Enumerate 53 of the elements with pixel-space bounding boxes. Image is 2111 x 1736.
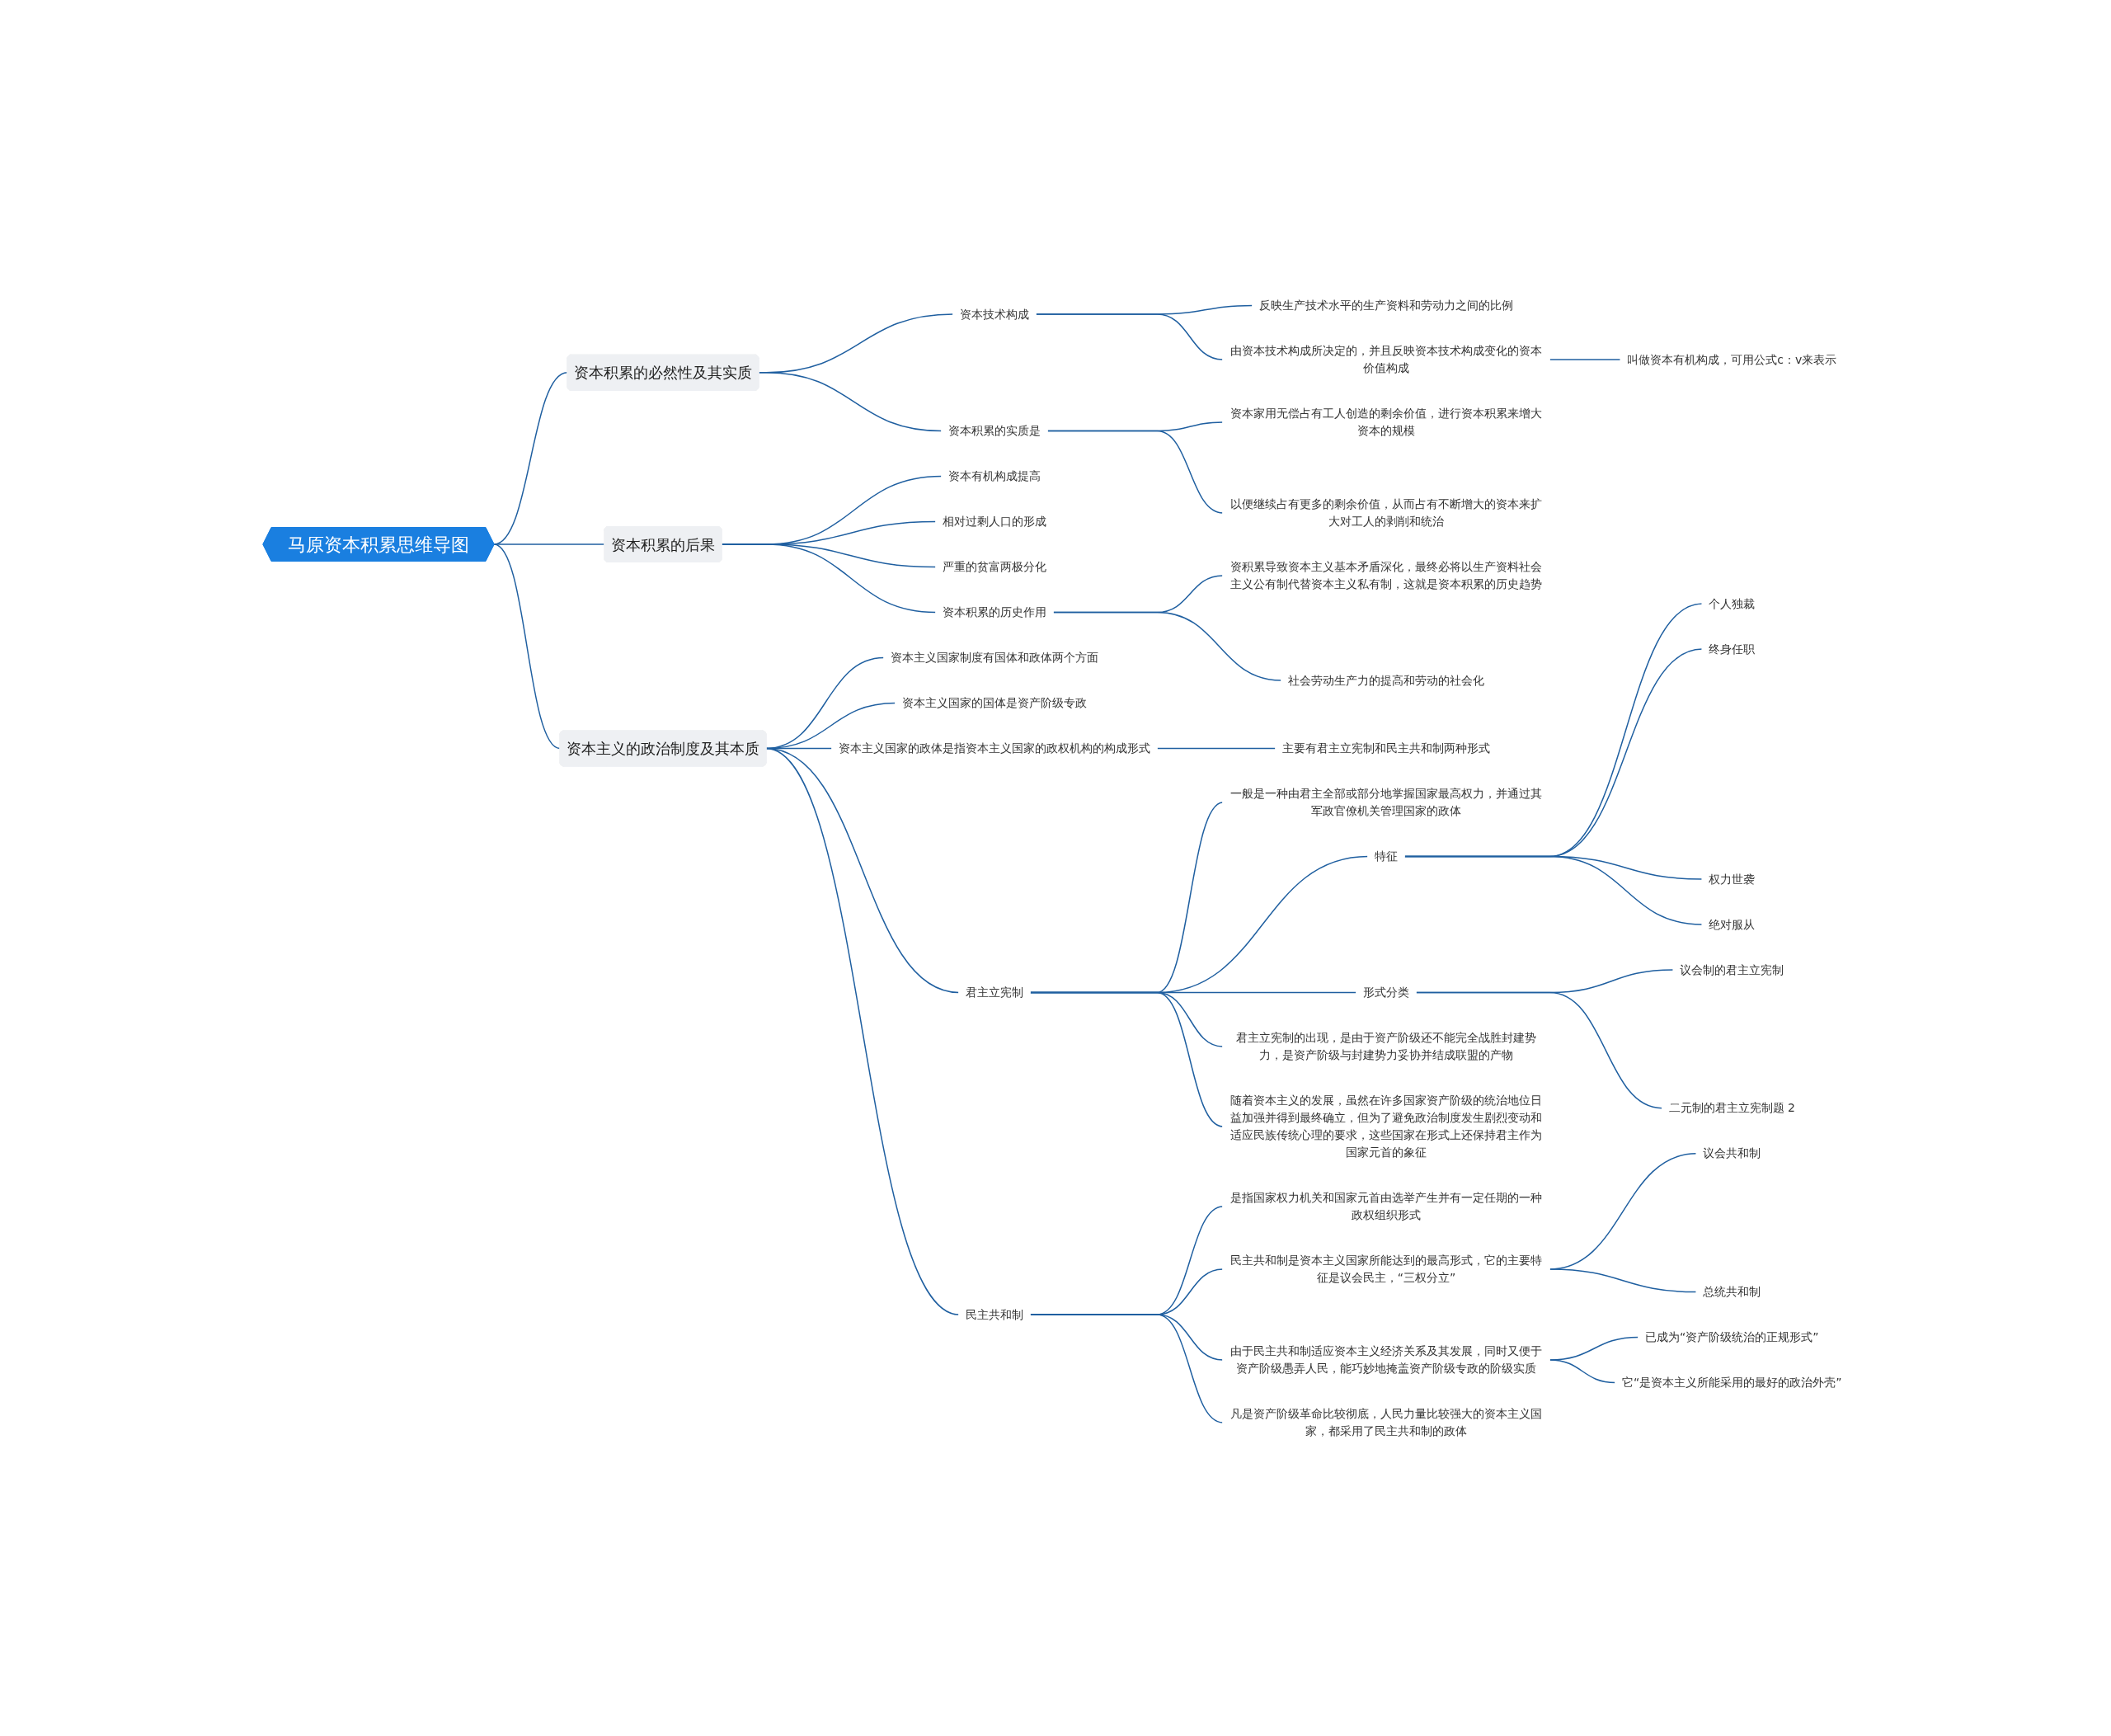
node-text: 终身任职 [1708, 642, 1755, 655]
node-text: 凡是资产阶级革命比较彻底，人民力量比较强大的资本主义国家，都采用了民主共和制的政体 [1229, 1406, 1542, 1437]
node-text: 严重的贫富两极分化 [942, 559, 1046, 573]
node-text: 资本积累的实质是 [947, 423, 1041, 437]
connector [721, 543, 937, 613]
connector [758, 371, 943, 431]
node-text: 总统共和制 [1702, 1284, 1761, 1298]
node-text: 资本主义国家的国体是资产阶级专政 [901, 695, 1087, 709]
node-text: 形式分类 [1362, 985, 1409, 999]
node-text: 已成为“资产阶级统治的正规形式” [1644, 1329, 1819, 1343]
node-text: 资本技术构成 [959, 307, 1029, 320]
node-text: 权力世袭 [1708, 872, 1755, 885]
node-text: 资本主义国家的政体是指资本主义国家的政权机构的构成形式 [838, 741, 1150, 755]
connector [1029, 991, 1224, 1127]
node-text: 它“是资本主义所能采用的最好的政治外壳” [1621, 1375, 1842, 1389]
node-text: 资本主义国家制度有国体和政体两个方面 [890, 650, 1098, 664]
node-text: 个人独裁 [1708, 596, 1755, 609]
node-text: 资积累导致资本主义基本矛盾深化，最终必将以生产资料社会主义公有制代替资本主义私有制，这就是资本积累的历史趋势 [1229, 559, 1542, 590]
connector [1052, 611, 1282, 681]
node-text: 资本有机构成提高 [947, 468, 1041, 482]
node-text: 君主立宪制 [965, 985, 1023, 999]
node-text: 绝对服从 [1708, 917, 1755, 930]
node-text: 相对过剩人口的形成 [942, 514, 1046, 528]
connector [1046, 430, 1224, 514]
node-text: 随着资本主义的发展，虽然在许多国家资产阶级的统治地位日益加强并得到最终确立，但为了避免政治制度发生剧烈变动和适应民族传统心理的要求，这些国家在形式上还保持君主作为国家元首的象征 [1229, 1093, 1542, 1159]
node-text: 二元制的君主立宪制题 2 [1668, 1100, 1795, 1114]
node-text: 民主共和制是资本主义国家所能达到的最高形式，它的主要特征是议会民主，“三权分立” [1229, 1253, 1542, 1284]
connector [493, 543, 561, 749]
node-text: 主要有君主立宪制和民主共和制两种形式 [1281, 741, 1490, 755]
connector [1403, 855, 1703, 925]
connector [1549, 358, 1621, 360]
node-text: 议会制的君主立宪制 [1679, 962, 1784, 976]
node-text: 资本家用无偿占有工人创造的剩余价值，进行资本积累来增大资本的规模 [1229, 406, 1542, 437]
node-text: 议会共和制 [1702, 1146, 1761, 1160]
connector [1035, 313, 1224, 360]
connector [1029, 1313, 1224, 1423]
node-text: 一般是一种由君主全部或部分地掌握国家最高权力，并通过其军政官僚机关管理国家的政体 [1229, 786, 1542, 817]
node-text: 由资本技术构成所决定的，并且反映资本技术构成变化的资本价值构成 [1229, 343, 1542, 374]
connector [1549, 1268, 1697, 1292]
node-text: 以便继续占有更多的剩余价值，从而占有不断增大的资本来扩大对工人的剥削和统治 [1229, 496, 1542, 528]
node-text: 民主共和制 [965, 1307, 1023, 1320]
connector [1549, 1358, 1616, 1383]
node-text: 资本积累的历史作用 [942, 605, 1046, 619]
node-text: 君主立宪制的出现，是由于资产阶级还不能完全战胜封建势力，是资产阶级与封建势力妥协并结成联盟的产物 [1235, 1030, 1536, 1061]
node-text: 由于民主共和制适应资本主义经济关系及其发展，同时又便于资产阶级愚弄人民，能巧妙地掩盖资产阶级专政的阶级实质 [1229, 1343, 1542, 1375]
node-text: 社会劳动生产力的提高和劳动的社会化 [1287, 673, 1484, 686]
connector [1415, 991, 1663, 1108]
connector [765, 747, 960, 1315]
node-text: 叫做资本有机构成，可用公式c：v来表示 [1627, 352, 1836, 365]
node-text: 反映生产技术水平的生产资料和劳动力之间的比例 [1258, 298, 1513, 312]
node-text: 是指国家权力机关和国家元首由选举产生并有一定任期的一种政权组织形式 [1229, 1190, 1542, 1221]
node-text: 特征 [1374, 849, 1398, 863]
connector [1156, 747, 1276, 749]
